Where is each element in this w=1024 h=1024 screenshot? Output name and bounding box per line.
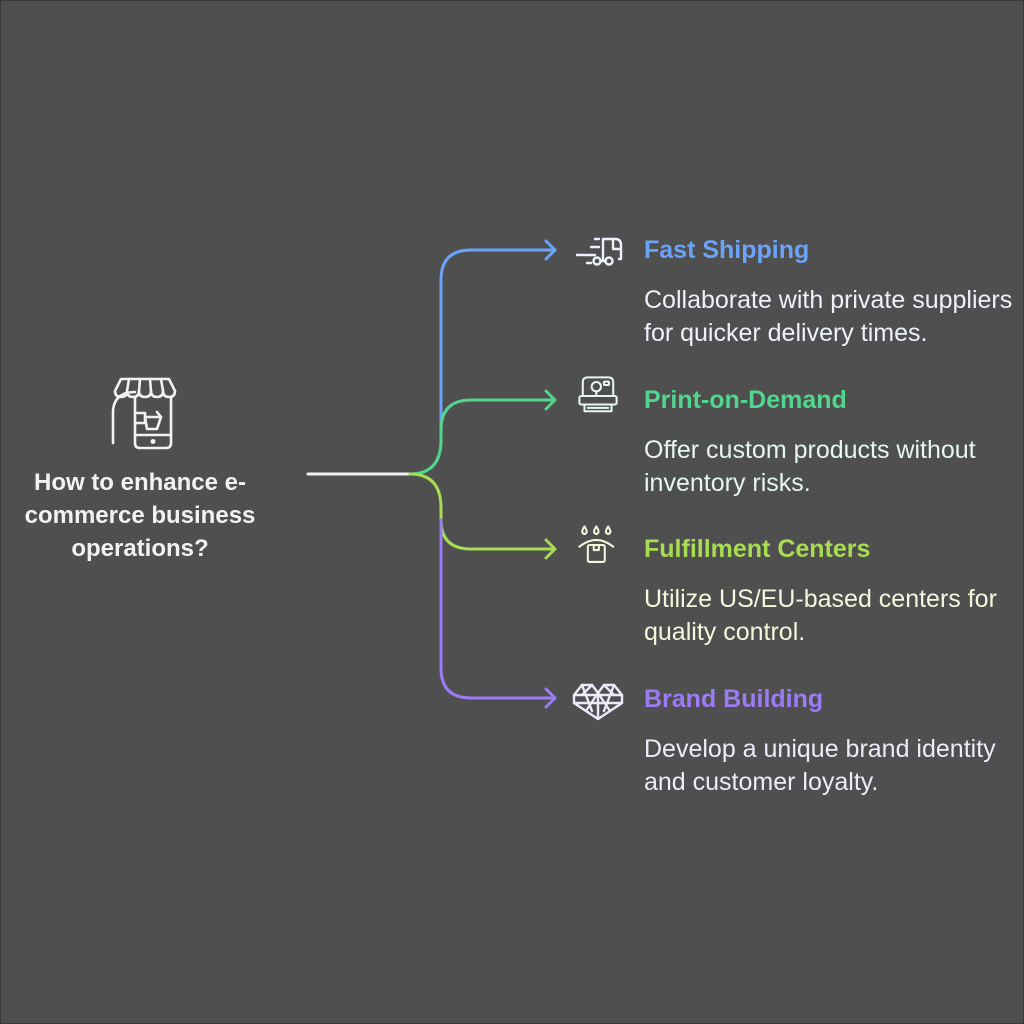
branch-title-fulfillment-centers: Fulfillment Centers — [644, 535, 871, 563]
branch-desc-brand-building: Develop a unique brand identity and cust… — [644, 735, 996, 796]
arrowhead-print-on-demand — [544, 389, 557, 411]
connector-print-on-demand — [408, 398, 557, 476]
branch-title-fast-shipping: Fast Shipping — [644, 236, 810, 264]
connector-fast-shipping — [439, 248, 557, 432]
warehouse-package-icon — [578, 525, 615, 563]
arrowhead-fulfillment-centers — [544, 538, 557, 560]
arrowhead-fast-shipping — [544, 239, 557, 261]
connector-brand-building — [439, 518, 557, 700]
delivery-truck-icon — [575, 237, 623, 266]
geometric-heart-icon — [572, 683, 624, 721]
branch-desc-fast-shipping: Collaborate with private suppliers for q… — [644, 286, 1013, 347]
arrowhead-brand-building — [544, 687, 557, 709]
branch-desc-print-on-demand: Offer custom products without inventory … — [644, 436, 976, 497]
mobile-shop-icon — [111, 377, 177, 450]
branch-title-brand-building: Brand Building — [644, 685, 824, 713]
branch-title-print-on-demand: Print-on-Demand — [644, 386, 847, 414]
branch-desc-fulfillment-centers: Utilize US/EU-based centers for quality … — [644, 585, 997, 646]
instant-camera-printer-icon — [578, 376, 618, 413]
connector-fulfillment-centers — [408, 472, 557, 551]
root-question: How to enhance e-commerce business opera… — [24, 469, 256, 562]
